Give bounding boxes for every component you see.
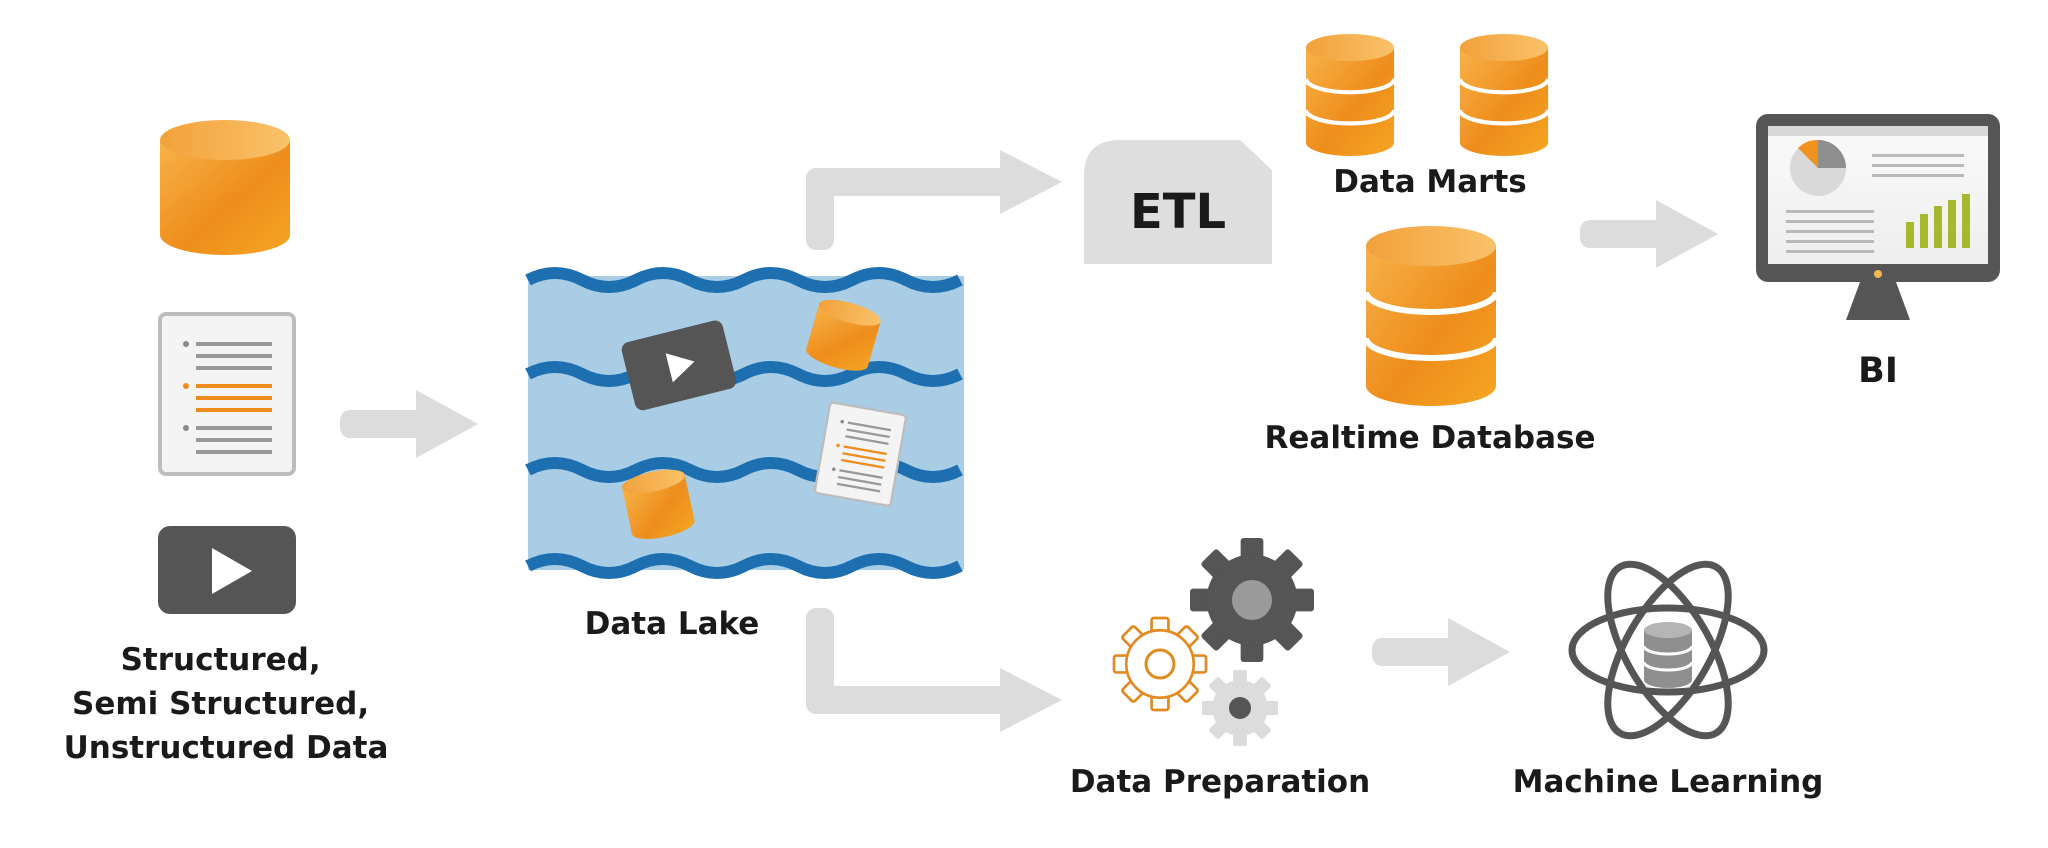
gear-icon-outline xyxy=(1112,616,1208,712)
gear-icon xyxy=(1190,538,1314,662)
database-icon xyxy=(1306,34,1394,156)
floating-video-icon xyxy=(621,320,737,411)
monitor-icon xyxy=(1756,114,2000,320)
floating-document-icon xyxy=(813,400,908,508)
etl-label: ETL xyxy=(1130,184,1226,240)
arrow-to-bi xyxy=(1580,200,1718,268)
realtime-database-label: Realtime Database xyxy=(1265,420,1596,456)
gear-icon-small xyxy=(1202,670,1278,746)
data-marts-label: Data Marts xyxy=(1333,164,1527,200)
database-icon xyxy=(160,120,290,255)
bi-label: BI xyxy=(1858,351,1898,391)
atom-icon xyxy=(1568,560,1768,740)
data-marts-icons xyxy=(1306,34,1548,156)
source-icons xyxy=(158,120,296,614)
arrow-prep-to-ml xyxy=(1372,618,1510,686)
arrow-lake-to-etl xyxy=(806,150,1062,250)
data-preparation-label: Data Preparation xyxy=(1070,764,1370,800)
pie-chart-icon xyxy=(1790,139,1846,196)
data-lake xyxy=(525,267,964,579)
etl-box xyxy=(1084,140,1272,264)
database-icon xyxy=(1460,34,1548,156)
machine-learning-label: Machine Learning xyxy=(1513,764,1824,800)
arrow-lake-to-prep xyxy=(806,608,1062,732)
realtime-database-icon xyxy=(1366,226,1496,406)
data-lake-label: Data Lake xyxy=(585,606,760,642)
bar-chart-icon xyxy=(1906,194,1970,248)
sources-label: Structured, Semi Structured, Unstructure… xyxy=(64,642,389,766)
data-preparation-icon xyxy=(1112,538,1314,746)
video-play-icon xyxy=(158,526,296,614)
arrow-sources-to-lake xyxy=(340,390,478,458)
document-icon xyxy=(158,312,296,476)
flow-arrows xyxy=(340,150,1718,732)
database-icon xyxy=(1642,622,1694,688)
